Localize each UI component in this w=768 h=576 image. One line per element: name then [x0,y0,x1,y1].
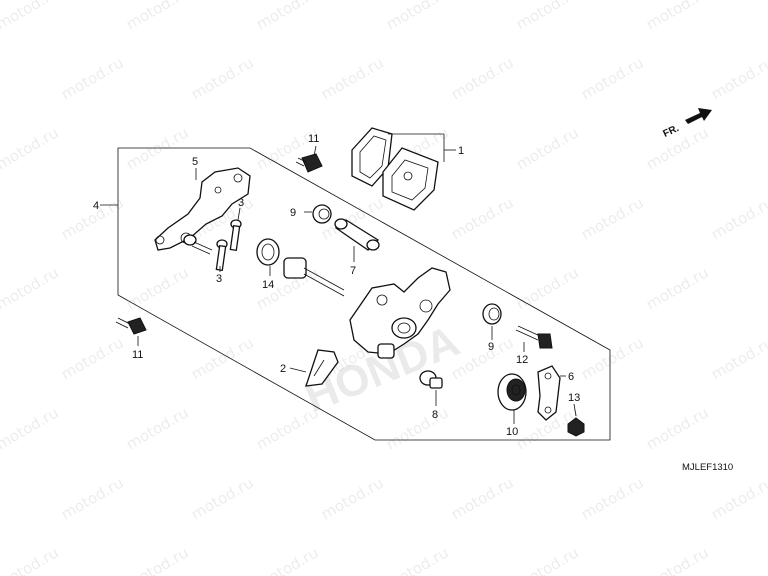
callout-13: 13 [568,392,580,404]
assembly-frame [100,147,611,441]
watermark-text: motod.ru [643,403,712,453]
watermark-text: motod.ru [253,543,322,576]
callout-11-lower: 11 [132,349,143,361]
arrow-right-icon [685,108,712,124]
callout-10: 10 [506,426,518,438]
bracket-pin[interactable] [183,234,213,255]
retainer-plate[interactable] [537,365,561,421]
watermark-text: motod.ru [123,123,192,173]
watermark-text: motod.ru [448,473,517,523]
watermark-text: motod.ru [383,403,452,453]
pin-boot-lower[interactable] [482,303,502,325]
watermark-text: motod.ru [448,193,517,243]
watermark-text: motod.ru [578,473,647,523]
callout-9-lower: 9 [488,341,494,353]
callout-6: 6 [568,371,574,383]
callout-5: 5 [192,156,198,168]
watermark-text: motod.ru [0,0,62,33]
watermark-text: motod.ru [448,53,517,103]
callout-11-upper: 11 [308,133,319,145]
callouts: 1 2 3 3 4 5 6 7 8 9 9 10 11 11 12 13 14 [93,133,580,438]
watermark-text: motod.ru [123,263,192,313]
watermark-text: motod.ru [318,473,387,523]
leader-lines [137,133,577,424]
callout-8: 8 [432,409,438,421]
watermark-text: motod.ru [123,0,192,33]
watermark-text: motod.ru [513,0,582,33]
watermark-text: motod.ru [123,403,192,453]
caliper-pin-upper[interactable] [229,219,242,252]
watermark-text: motod.ru [253,0,322,33]
watermark-text: motod.ru [188,53,257,103]
caliper-bracket[interactable] [154,167,251,251]
watermark-text: motod.ru [58,473,127,523]
watermark-text: motod.ru [578,53,647,103]
watermark-text: motod.ru [383,0,452,33]
caliper-pin-lower[interactable] [215,239,228,272]
sleeve[interactable] [334,218,380,251]
watermark-text: motod.ru [123,543,192,576]
piston-bolt[interactable] [283,257,345,297]
bolt-12[interactable] [515,325,553,349]
watermark-text: motod.ru [708,193,768,243]
bleeder-valve[interactable] [419,370,443,389]
watermark-text: motod.ru [58,333,127,383]
watermark-text: motod.ru [578,333,647,383]
watermark-text: motod.ru [643,263,712,313]
watermark-text: motod.ru [188,333,257,383]
callout-1: 1 [458,145,464,157]
slide-roller[interactable] [497,373,527,411]
diagram-code: MJLEF1310 [682,462,733,473]
callout-3-lower: 3 [216,273,222,285]
brake-pad-set[interactable] [351,127,439,211]
watermark-text: motod.ru [0,123,62,173]
callout-14: 14 [262,279,274,291]
watermark-text: motod.ru [513,123,582,173]
watermark-text: motod.ru [318,53,387,103]
watermark-text: motod.ru [58,53,127,103]
pad-spring-clip[interactable] [305,349,339,387]
watermark-text: motod.ru [643,0,712,33]
watermark-text: motod.ru [643,543,712,576]
watermark-text: motod.ru [578,193,647,243]
watermark-text: motod.ru [513,543,582,576]
callout-9-upper: 9 [290,207,296,219]
seal-ring[interactable] [256,238,280,266]
watermark-text: motod.ru [708,333,768,383]
callout-3-upper: 3 [238,197,244,209]
caliper-body[interactable] [349,267,451,359]
watermark-text: motod.ru [513,263,582,313]
nut[interactable] [567,417,585,437]
pin-boot-upper[interactable] [312,204,332,224]
watermark-text: motod.ru [708,473,768,523]
watermark-text: motod.ru [708,53,768,103]
callout-2: 2 [280,363,286,375]
watermark-text: motod.ru [0,403,62,453]
bolt-lower[interactable] [115,317,147,335]
bolt-upper[interactable] [295,153,323,173]
watermark-text: motod.ru [188,473,257,523]
watermark-text: motod.ru [0,543,62,576]
callout-7: 7 [350,265,356,277]
watermark-text: motod.ru [0,263,62,313]
watermark-text: motod.ru [383,543,452,576]
callout-4: 4 [93,200,99,212]
callout-12: 12 [516,354,528,366]
